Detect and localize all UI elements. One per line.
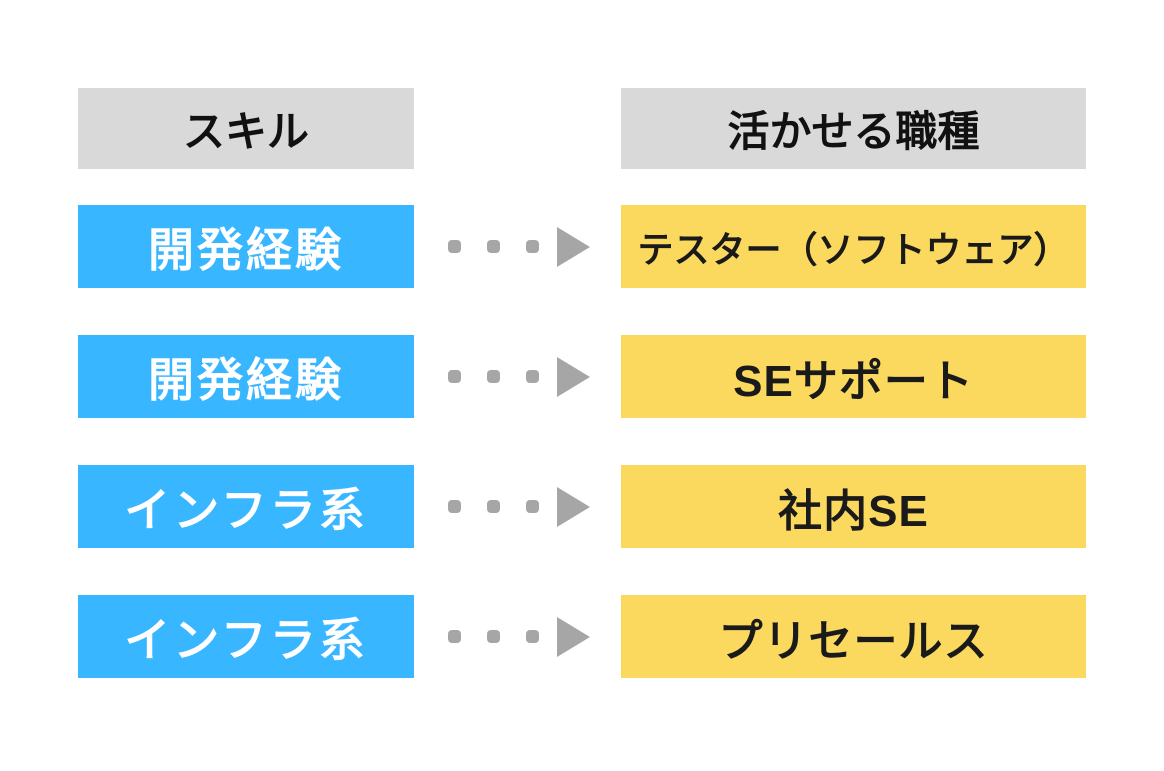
arrow-dot (526, 630, 539, 643)
dotted-arrow-right-icon (414, 335, 621, 418)
job-box: テスター（ソフトウェア） (621, 205, 1086, 288)
skill-box: インフラ系 (78, 595, 414, 678)
dotted-arrow-right-icon (414, 205, 621, 288)
arrow-dot (487, 370, 500, 383)
skill-box: 開発経験 (78, 205, 414, 288)
job-column-header: 活かせる職種 (621, 88, 1086, 169)
mapping-row: 開発経験 テスター（ソフトウェア） (78, 205, 1086, 288)
arrow-head (557, 356, 590, 397)
arrow-head (557, 486, 590, 527)
skill-box: インフラ系 (78, 465, 414, 548)
arrow-dot (487, 240, 500, 253)
mapping-row: インフラ系 社内SE (78, 465, 1086, 548)
arrow-dot (448, 240, 461, 253)
arrow-dot (487, 500, 500, 513)
job-box: プリセールス (621, 595, 1086, 678)
diagram-body: スキル 活かせる職種 開発経験 テスター（ソフトウェア） 開発経験 SEサポート (78, 88, 1086, 678)
arrow-head (557, 226, 590, 267)
job-box: 社内SE (621, 465, 1086, 548)
arrow-head (557, 616, 590, 657)
arrow-dot (487, 630, 500, 643)
arrow-dot (526, 240, 539, 253)
arrow-dot (448, 370, 461, 383)
header-spacer (414, 88, 621, 169)
dotted-arrow-right-icon (414, 595, 621, 678)
mapping-row: 開発経験 SEサポート (78, 335, 1086, 418)
job-box: SEサポート (621, 335, 1086, 418)
header-row: スキル 活かせる職種 (78, 88, 1086, 169)
arrow-dot (526, 500, 539, 513)
mapping-row: インフラ系 プリセールス (78, 595, 1086, 678)
skill-column-header: スキル (78, 88, 414, 169)
arrow-dot (526, 370, 539, 383)
arrow-dot (448, 500, 461, 513)
dotted-arrow-right-icon (414, 465, 621, 548)
arrow-dot (448, 630, 461, 643)
skill-box: 開発経験 (78, 335, 414, 418)
